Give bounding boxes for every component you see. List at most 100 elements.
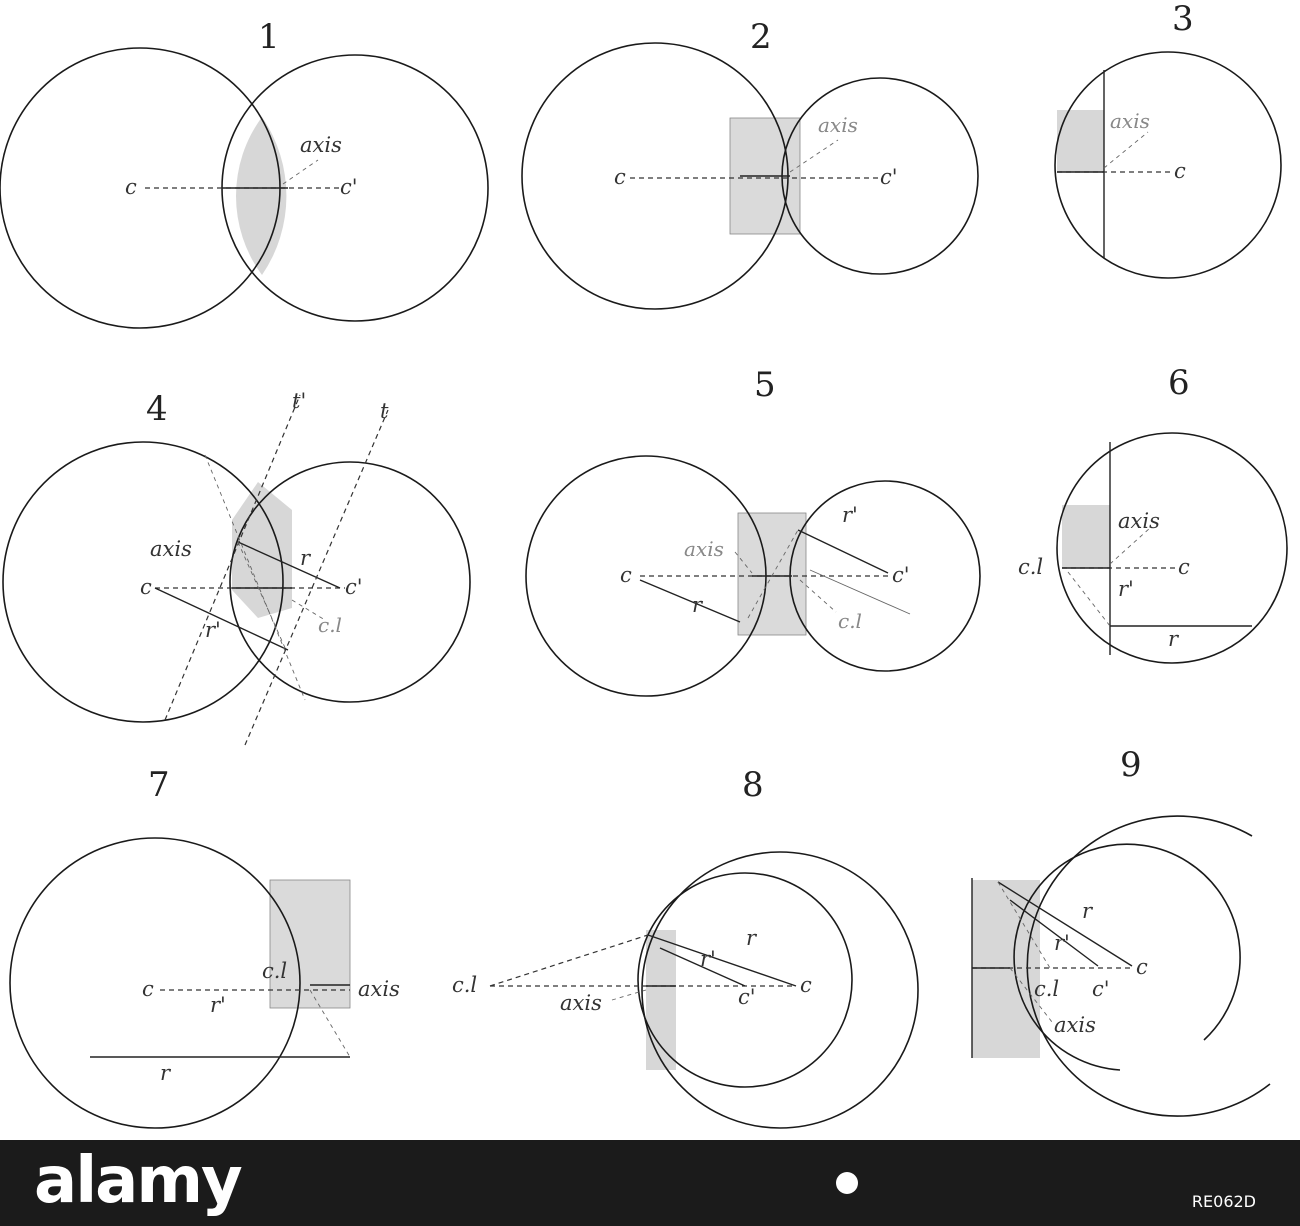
figure-5-diagonal — [747, 529, 799, 619]
figure-4-label-r-prime: r' — [205, 618, 221, 642]
figure-4-radius-r-prime — [154, 587, 289, 651]
figure-9-circle-inner — [1013, 843, 1241, 1071]
figure-1-axis-leader — [282, 159, 319, 185]
figure-8-circle-outer — [641, 851, 919, 1129]
watermark-bar — [0, 1140, 1300, 1226]
figure-8-axis-leader — [611, 989, 647, 1001]
figure-9-number: 9 — [1120, 745, 1142, 785]
figure-9-axis-leader — [1009, 967, 1053, 1023]
figure-8-label-cl: c.l — [452, 973, 477, 997]
figure-4-tangent-t-prime — [164, 394, 301, 721]
figure-2-label-c: c — [614, 165, 626, 189]
figure-9-circle-outer — [1026, 815, 1271, 1117]
figure-7: 7 c c.l axis r' r — [9, 765, 400, 1129]
figure-5-shaded-rect — [737, 512, 807, 636]
figure-4-label-c-prime: c' — [345, 575, 363, 599]
figure-8-circle-inner — [637, 872, 853, 1088]
figure-2-number: 2 — [750, 17, 772, 57]
figure-8-label-c-prime: c' — [738, 985, 756, 1009]
figure-5-number: 5 — [754, 365, 776, 405]
figure-6-number: 6 — [1168, 363, 1190, 403]
figure-9-label-cl: c.l — [1034, 977, 1059, 1001]
figure-3-label-c: c — [1174, 159, 1186, 183]
figure-7-label-r: r — [160, 1061, 172, 1085]
figure-8-shading — [646, 930, 676, 1070]
figure-7-label-axis: axis — [358, 977, 400, 1001]
figure-6-circle — [1056, 432, 1288, 664]
figure-6-label-cl: c.l — [1018, 555, 1043, 579]
figure-3-number: 3 — [1172, 0, 1194, 39]
figure-3-circle — [1054, 51, 1282, 279]
figure-5-label-r-prime: r' — [842, 503, 858, 527]
figure-5-cl-leader — [799, 579, 837, 613]
figure-5-radius-r — [639, 579, 741, 623]
figure-5-label-r: r — [692, 593, 704, 617]
figure-2-axis-leader — [789, 139, 839, 173]
figure-6-label-r-prime: r' — [1118, 577, 1134, 601]
figure-8-label-c: c — [800, 973, 812, 997]
figure-4-circle-large — [2, 441, 284, 723]
figure-5-radius-r-prime — [797, 529, 889, 574]
figure-7-shaded-rect — [269, 879, 351, 1009]
figure-8-radius-r — [647, 934, 797, 987]
figure-3-label-axis: axis — [1110, 109, 1150, 133]
figures-svg: 1 c c' axis 2 c c' axis 3 c axis 4 — [0, 0, 1288, 1129]
figure-4-cl-leader — [291, 599, 326, 621]
figure-1-label-axis: axis — [300, 133, 342, 157]
figure-5-label-c: c — [620, 563, 632, 587]
figure-4: 4 c c' axis r r' c.l t' t — [2, 389, 471, 746]
figure-4-label-c: c — [140, 575, 152, 599]
figure-9-diagonal — [997, 881, 1051, 969]
figure-7-label-cl: c.l — [262, 959, 287, 983]
figure-7-label-r-prime: r' — [210, 993, 226, 1017]
figure-3: 3 c axis — [1054, 0, 1282, 279]
figure-6-diagonal — [1067, 571, 1111, 627]
figure-4-lens-shading — [232, 482, 292, 618]
figure-9-label-c-prime: c' — [1092, 977, 1110, 1001]
figure-6-axis-leader — [1109, 527, 1151, 565]
diagram-plate: 1 c c' axis 2 c c' axis 3 c axis 4 — [0, 0, 1288, 1129]
figure-9-radius-r — [997, 881, 1133, 967]
figure-8-upper-line — [489, 934, 649, 987]
figure-7-circle — [9, 837, 301, 1129]
figure-4-number: 4 — [146, 389, 168, 429]
figure-2-label-axis: axis — [818, 113, 858, 137]
figure-4-label-cl: c.l — [318, 613, 342, 637]
figure-9-shading — [972, 880, 1040, 1058]
figure-9-radius-r-prime — [1009, 899, 1099, 967]
figure-5: 5 c c' axis r r' c.l — [525, 365, 981, 697]
figure-7-label-c: c — [142, 977, 154, 1001]
figure-7-number: 7 — [148, 765, 170, 805]
figure-4-radius-r — [237, 541, 341, 589]
figure-5-parallel — [809, 569, 911, 615]
figure-5-label-axis: axis — [684, 537, 724, 561]
figure-1: 1 c c' axis — [0, 17, 489, 329]
figure-6-shading — [1062, 505, 1110, 568]
figure-3-shading — [1057, 110, 1104, 172]
figure-5-label-c-prime: c' — [892, 563, 910, 587]
figure-9-label-c: c — [1136, 955, 1148, 979]
figure-1-label-c-prime: c' — [340, 175, 358, 199]
figure-1-lens-shading — [235, 117, 287, 275]
figure-5-label-cl: c.l — [838, 609, 862, 633]
figure-4-label-t-prime: t' — [292, 389, 306, 413]
figure-8: 8 c.l c c' axis r r' — [452, 765, 919, 1129]
figure-2-label-c-prime: c' — [880, 165, 898, 189]
figure-4-circle-small — [229, 461, 471, 703]
figure-1-label-c: c — [125, 175, 137, 199]
figure-4-label-axis: axis — [150, 537, 192, 561]
figure-9-label-r-prime: r' — [1054, 931, 1070, 955]
figure-3-axis-leader — [1103, 131, 1149, 169]
figure-8-label-r-prime: r' — [700, 947, 716, 971]
figure-1-number: 1 — [258, 17, 280, 57]
figure-8-label-axis: axis — [560, 991, 602, 1015]
figure-8-number: 8 — [742, 765, 764, 805]
figure-9-label-axis: axis — [1054, 1013, 1096, 1037]
figure-6-label-r: r — [1168, 627, 1180, 651]
watermark-logo: alamy — [34, 1144, 243, 1218]
figure-4-tangent-t — [244, 409, 389, 746]
watermark-stock-id: RE062D — [1191, 1192, 1256, 1211]
figure-6: 6 c c.l axis r' r — [1018, 363, 1288, 664]
watermark-stamp-icon — [836, 1172, 858, 1194]
figure-4-connector — [237, 541, 287, 651]
